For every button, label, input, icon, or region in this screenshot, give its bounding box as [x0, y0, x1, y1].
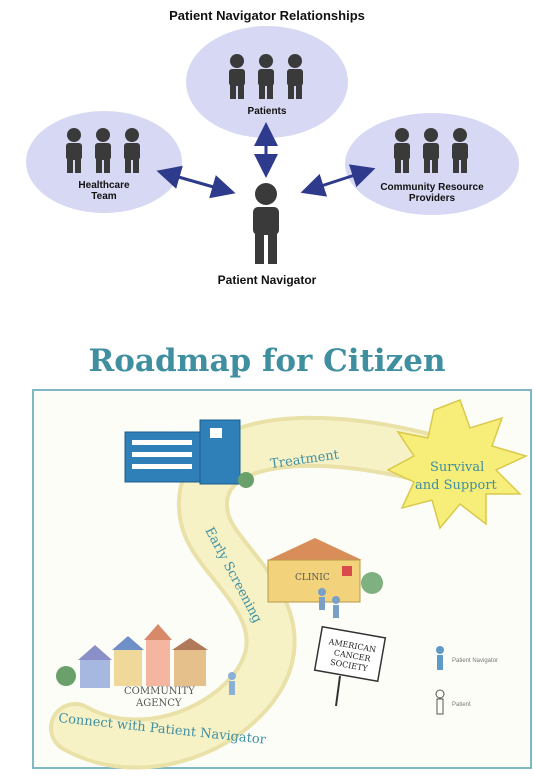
community-label-line1: Community Resource: [380, 182, 484, 193]
legend-navigator-icon: [436, 646, 444, 670]
hospital-building: [124, 419, 254, 488]
healthcare-label-line2: Team: [91, 191, 117, 202]
clinic-people: [318, 588, 340, 618]
healthcare-label-line1: Healthcare: [78, 180, 130, 191]
acs-sign: [313, 625, 387, 707]
clinic-building: [267, 538, 383, 603]
community-people: [228, 672, 236, 695]
healthcare-team-label: Healthcare Team: [54, 180, 154, 202]
patients-label: Patients: [247, 106, 287, 117]
clinic-sign: CLINIC: [295, 573, 330, 583]
survival-label-line1: Survival: [430, 460, 484, 475]
community-agency-line2: AGENCY: [135, 698, 182, 709]
legend-patient-label: Patient: [452, 702, 471, 708]
road-surface: [53, 419, 492, 766]
diagram-title: Patient Navigator Relationships: [169, 8, 365, 23]
roadmap-title: Roadmap for Citizen: [88, 343, 446, 379]
community-label: Community Resource Providers: [362, 182, 502, 204]
arrow-community-navigator: [300, 164, 376, 197]
relationship-diagram: [26, 26, 519, 264]
community-agency-line1: COMMUNITY: [124, 686, 195, 697]
navigator-figure: [253, 183, 279, 264]
hospital-sign: HOSPITAL: [145, 421, 194, 431]
community-houses: [56, 624, 208, 688]
survival-burst: [386, 399, 529, 530]
navigator-label: Patient Navigator: [217, 273, 317, 287]
survival-label-line2: and Support: [415, 478, 498, 493]
legend-patient-icon: [435, 689, 445, 715]
community-label-line2: Providers: [408, 193, 456, 204]
arrow-healthcare-navigator: [156, 165, 236, 199]
legend-navigator-label: Patient Navigator: [452, 658, 498, 664]
